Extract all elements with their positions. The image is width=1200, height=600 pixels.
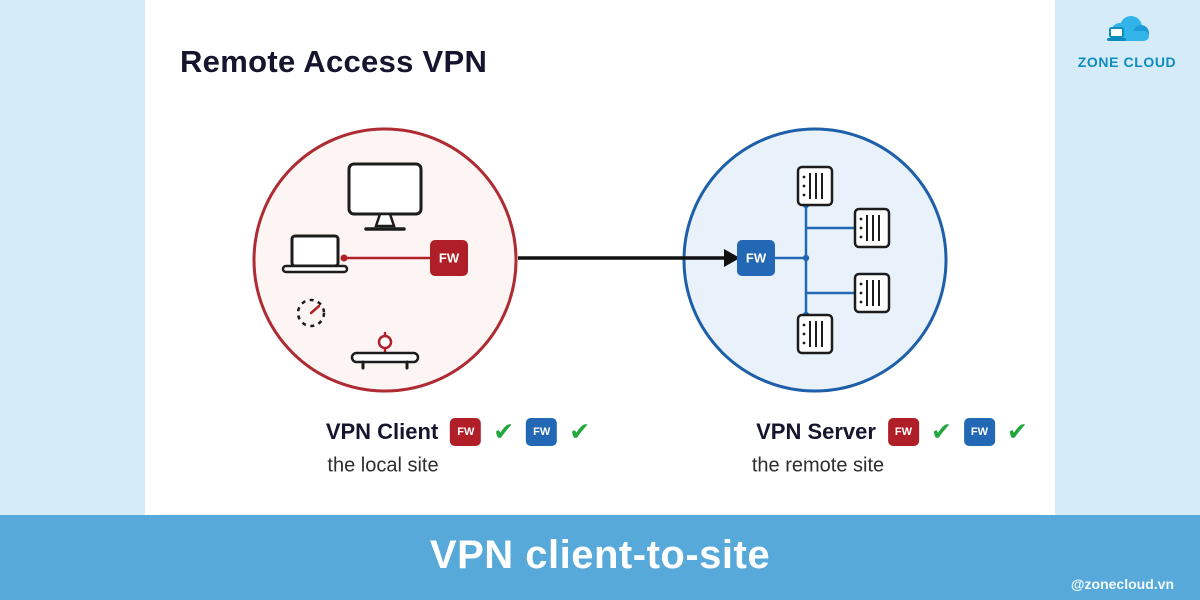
- check-icon: ✔: [493, 417, 515, 446]
- check-icon: ✔: [569, 417, 591, 446]
- laptop-icon: [281, 234, 349, 274]
- check-icon: ✔: [1006, 417, 1028, 446]
- fw-red-badge: FW: [887, 418, 919, 446]
- gauge-device-icon: [350, 331, 420, 370]
- footer-handle: @zonecloud.vn: [1070, 576, 1174, 592]
- fw-blue-badge: FW: [963, 418, 995, 446]
- vpn-server-caption: VPN Server FW ✔ FW ✔: [756, 418, 1028, 446]
- vpn-tunnel-arrow: [518, 249, 740, 267]
- speedometer-icon: [296, 298, 326, 328]
- vpn-client-subtitle: the local site: [327, 454, 439, 477]
- check-icon: ✔: [930, 417, 952, 446]
- remote-site-circle: [682, 127, 948, 393]
- firewall-right-label: FW: [746, 251, 767, 266]
- vpn-server-label: VPN Server: [756, 419, 876, 444]
- fw-red-badge: FW: [450, 418, 482, 446]
- desktop-icon: [347, 162, 423, 231]
- local-site-circle: [252, 127, 518, 393]
- vpn-client-label: VPN Client: [325, 419, 439, 444]
- page-title: Remote Access VPN: [180, 44, 488, 79]
- vpn-server-subtitle: the remote site: [751, 454, 885, 477]
- firewall-left-label: FW: [439, 251, 460, 266]
- laptop-link-line: [340, 254, 432, 262]
- footer-band: VPN client-to-site @zonecloud.vn: [0, 515, 1200, 600]
- vpn-client-caption: VPN Client FW ✔ FW ✔: [326, 418, 590, 446]
- footer-title: VPN client-to-site: [429, 533, 771, 577]
- server-icon: [853, 207, 891, 249]
- brand-logo: ZONE CLOUD: [1072, 14, 1182, 70]
- cloud-logo-icon: [1107, 16, 1149, 41]
- brand-name: ZONE CLOUD: [1077, 54, 1177, 70]
- fw-blue-badge: FW: [526, 418, 558, 446]
- firewall-left: FW: [430, 240, 468, 276]
- server-icon: [796, 313, 834, 355]
- firewall-right: FW: [737, 240, 775, 276]
- server-icon: [853, 272, 891, 314]
- server-icon: [796, 165, 834, 207]
